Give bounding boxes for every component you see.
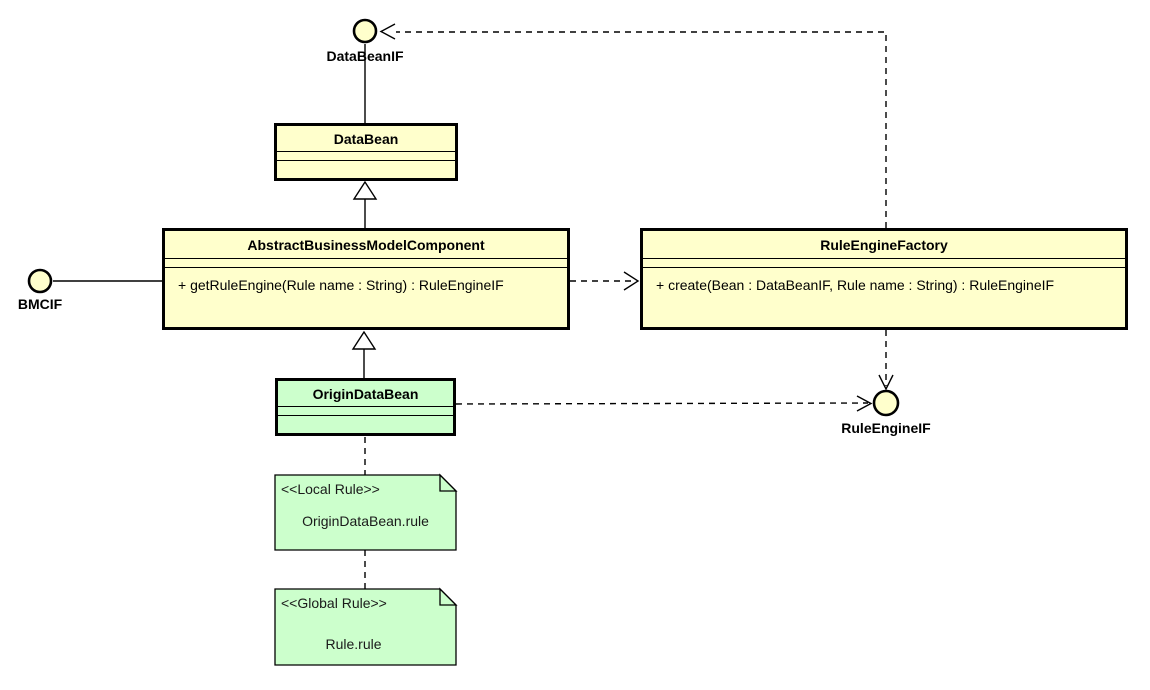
- class-title: DataBean: [277, 126, 455, 152]
- class-methods-compartment: [277, 161, 455, 178]
- dependency-ruleenginefactory-databeanif: [396, 31, 887, 228]
- note-body-text: Rule.rule: [325, 636, 382, 652]
- note-shape-local-rule: [274, 474, 457, 551]
- interface-label-databeanif: DataBeanIF: [326, 48, 404, 64]
- note-stereotype: <<Local Rule>>: [281, 481, 380, 497]
- class-title: RuleEngineFactory: [643, 231, 1125, 259]
- interface-label-ruleengineif: RuleEngineIF: [841, 420, 931, 436]
- class-box-databean: DataBean: [274, 123, 458, 181]
- class-method: + getRuleEngine(Rule name : String) : Ru…: [178, 277, 504, 293]
- interface-lollipop-icon-bmcif: [27, 268, 53, 294]
- class-attributes-compartment: [278, 407, 453, 416]
- open-arrowhead-icon: [878, 374, 894, 391]
- class-attributes-compartment: [643, 259, 1125, 268]
- class-box-origindatabean: OriginDataBean: [275, 378, 456, 436]
- hollow-triangle-arrowhead-icon: [352, 180, 378, 200]
- open-arrowhead-icon: [856, 395, 873, 412]
- class-attributes-compartment: [277, 152, 455, 161]
- class-method: + create(Bean : DataBeanIF, Rule name : …: [656, 277, 1055, 293]
- class-box-abstractbusinessmodelcomponent: AbstractBusinessModelComponent + getRule…: [162, 228, 570, 330]
- hollow-triangle-arrowhead-icon: [351, 330, 377, 350]
- class-methods-compartment: [278, 416, 453, 433]
- interface-lollipop-icon-ruleengineif: [872, 389, 900, 417]
- class-title: AbstractBusinessModelComponent: [165, 231, 567, 259]
- note-fold-corner-icon: [439, 473, 458, 492]
- open-arrowhead-icon: [623, 271, 640, 291]
- interface-label-bmcif: BMCIF: [17, 296, 63, 312]
- interface-lollipop-icon-databeanif: [352, 18, 378, 44]
- note-body-text: OriginDataBean.rule: [302, 513, 429, 529]
- class-box-ruleenginefactory: RuleEngineFactory + create(Bean : DataBe…: [640, 228, 1128, 330]
- class-title: OriginDataBean: [278, 381, 453, 407]
- note-fold-corner-icon: [439, 587, 458, 606]
- class-attributes-compartment: [165, 259, 567, 268]
- dependency-origindatabean-ruleengineif: [455, 402, 869, 405]
- open-arrowhead-icon: [379, 23, 396, 40]
- note-stereotype: <<Global Rule>>: [281, 595, 387, 611]
- note-shape-global-rule: [274, 588, 457, 666]
